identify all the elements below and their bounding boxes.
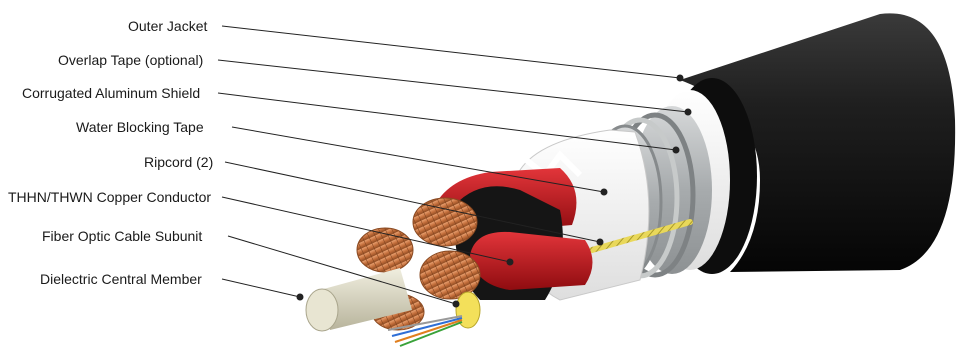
ripcord bbox=[589, 219, 693, 253]
label-ripcord: Ripcord (2) bbox=[144, 154, 214, 170]
copper-conductor-left bbox=[356, 227, 414, 273]
fiber-strands bbox=[387, 315, 463, 347]
label-fiber-subunit: Fiber Optic Cable Subunit bbox=[42, 228, 203, 244]
label-outer-jacket: Outer Jacket bbox=[128, 18, 208, 34]
red-conductor-insulation-front bbox=[470, 231, 593, 290]
copper-conductor-top bbox=[412, 197, 478, 247]
label-aluminum-shield: Corrugated Aluminum Shield bbox=[22, 85, 201, 101]
label-overlap-tape: Overlap Tape (optional) bbox=[58, 52, 204, 68]
leader-lines bbox=[217, 25, 692, 308]
label-central-member: Dielectric Central Member bbox=[40, 271, 202, 287]
copper-conductor-center bbox=[419, 250, 481, 300]
label-copper-conductor: THHN/THWN Copper Conductor bbox=[8, 189, 212, 205]
label-water-blocking-tape: Water Blocking Tape bbox=[76, 119, 204, 135]
outer-jacket-body bbox=[680, 13, 956, 273]
